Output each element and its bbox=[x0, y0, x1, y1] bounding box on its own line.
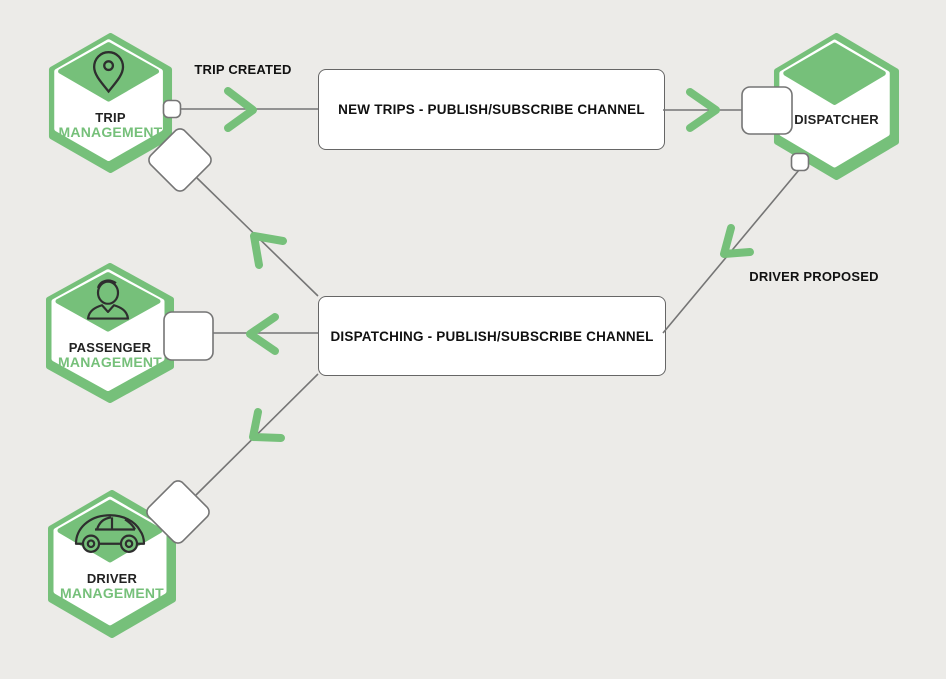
channel-label: NEW TRIPS - PUBLISH/SUBSCRIBE CHANNEL bbox=[338, 102, 645, 117]
node-label: DRIVER MANAGEMENT bbox=[35, 571, 189, 601]
arrow-chevron-left-icon bbox=[246, 313, 279, 355]
node-title: DISPATCHER bbox=[794, 112, 879, 128]
node-label: PASSENGER MANAGEMENT bbox=[33, 340, 187, 370]
hexagon-shape bbox=[48, 490, 176, 638]
arrow-chevron-downleft-icon bbox=[249, 408, 285, 442]
edge-dispatching-to-driver[interactable] bbox=[195, 373, 319, 496]
edge-label-driver-proposed: DRIVER PROPOSED bbox=[749, 269, 879, 284]
channel-new-trips[interactable]: NEW TRIPS - PUBLISH/SUBSCRIBE CHANNEL bbox=[318, 69, 665, 150]
edge-label-trip-created: TRIP CREATED bbox=[194, 62, 292, 77]
node-trip-management[interactable]: TRIP MANAGEMENT bbox=[48, 33, 173, 173]
channel-dispatching[interactable]: DISPATCHING - PUBLISH/SUBSCRIBE CHANNEL bbox=[318, 296, 666, 376]
node-title: DRIVER bbox=[86, 571, 138, 587]
arrow-chevron-right-icon bbox=[686, 88, 720, 132]
node-label: TRIP MANAGEMENT bbox=[36, 110, 185, 140]
node-subtitle: MANAGEMENT bbox=[58, 354, 162, 370]
person-icon bbox=[86, 279, 130, 320]
node-title: TRIP bbox=[95, 110, 126, 125]
node-passenger-management[interactable]: PASSENGER MANAGEMENT bbox=[45, 263, 175, 403]
edge-dispatching-to-trip[interactable] bbox=[196, 177, 319, 297]
hexagon-shape bbox=[48, 33, 173, 173]
node-driver-management[interactable]: DRIVER MANAGEMENT bbox=[47, 490, 177, 638]
node-subtitle: MANAGEMENT bbox=[58, 124, 163, 140]
car-icon bbox=[74, 514, 146, 553]
edge-dispatcher-to-dispatching[interactable] bbox=[662, 169, 800, 334]
node-label: DISPATCHER bbox=[761, 112, 912, 127]
hexagon-shape bbox=[46, 263, 174, 403]
channel-label: DISPATCHING - PUBLISH/SUBSCRIBE CHANNEL bbox=[330, 328, 654, 344]
location-pin-icon bbox=[92, 51, 125, 94]
node-dispatcher[interactable]: DISPATCHER bbox=[773, 33, 900, 180]
arrow-chevron-downleft-icon bbox=[720, 224, 754, 258]
arrow-chevron-right-icon bbox=[224, 87, 257, 132]
hexagon-shape bbox=[773, 33, 900, 180]
node-title: PASSENGER bbox=[68, 340, 152, 355]
arrow-chevron-upleft-icon bbox=[250, 232, 287, 269]
node-subtitle: MANAGEMENT bbox=[60, 585, 164, 602]
